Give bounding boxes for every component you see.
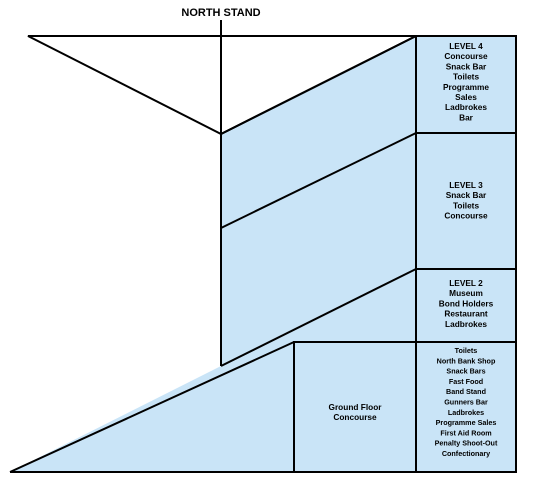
level-3-label-line: Concourse (444, 211, 488, 221)
level-3-label-line: Snack Bar (446, 190, 487, 200)
ground-facilities-label-line: Fast Food (449, 377, 483, 386)
ground-facilities-label-line: Band Stand (446, 387, 486, 396)
level-2-label-line: Museum (449, 288, 483, 298)
level-2-label-line: Bond Holders (439, 298, 494, 308)
slope-line-level-3 (220, 132, 417, 229)
slope-line-level-4 (220, 35, 417, 135)
slope-line-level-2 (220, 268, 417, 367)
ground-floor-label-line: Concourse (333, 412, 377, 422)
ground-floor-label-line: Ground Floor (329, 402, 383, 412)
level-3-label-line: Toilets (453, 200, 480, 210)
ground-facilities-label-line: North Bank Shop (437, 356, 496, 365)
level-3-label-line: LEVEL 3 (449, 180, 483, 190)
level-4-label-line: Programme (443, 82, 489, 92)
ground-facilities-label-line: Confectionary (442, 449, 490, 458)
ground-facilities-label-line: First Aid Room (440, 428, 491, 437)
ground-facilities-box (415, 341, 517, 473)
ground-facilities-label-line: Programme Sales (436, 418, 497, 427)
ground-facilities-label-line: Penalty Shoot-Out (435, 439, 498, 448)
level-4-label-line: Bar (459, 112, 474, 122)
level-4-label-line: Toilets (453, 72, 480, 82)
level-2-label-line: Restaurant (444, 309, 488, 319)
level-4-label-line: Snack Bar (446, 61, 487, 71)
stand-shapes (9, 20, 517, 473)
level-4-label-line: Concourse (444, 51, 488, 61)
level-2-label-line: LEVEL 2 (449, 278, 483, 288)
ground-facilities-label-line: Snack Bars (446, 367, 485, 376)
slope-line-ground (9, 341, 295, 473)
level-4-label-line: Ladbrokes (445, 102, 487, 112)
ground-facilities-label-line: Ladbrokes (448, 408, 484, 417)
stand-title: NORTH STAND (181, 7, 260, 19)
level-2-label-line: Ladbrokes (445, 319, 487, 329)
ground-facilities-label-line: Toilets (455, 346, 478, 355)
level-column-fill (416, 36, 516, 472)
level-4-label-line: Sales (455, 92, 477, 102)
level-4-label-line: LEVEL 4 (449, 41, 483, 51)
ground-floor-box-fill (294, 342, 416, 472)
ground-facilities-label-line: Gunners Bar (444, 398, 488, 407)
